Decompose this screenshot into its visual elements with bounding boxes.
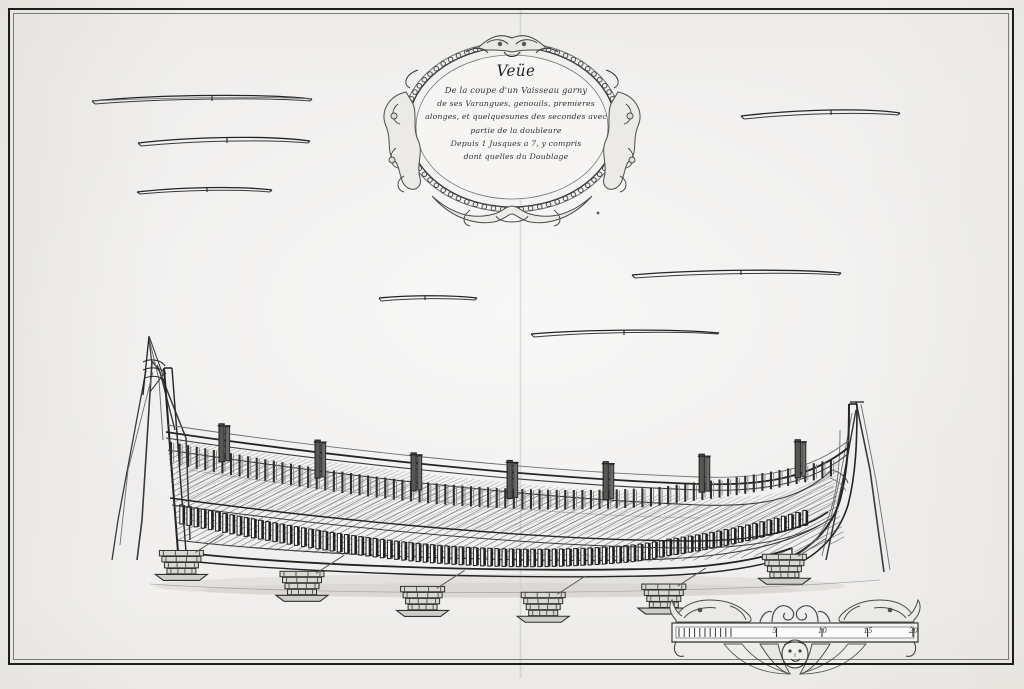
- scale-bar-assembly: [669, 598, 921, 675]
- plate-border-inner: [13, 13, 1009, 660]
- scale-ornament-left: [669, 598, 752, 623]
- sheer-rail: [165, 424, 850, 491]
- scale-ticks: [775, 628, 914, 637]
- keel-block-group: [153, 534, 827, 623]
- scale-tick-label: 5: [772, 627, 777, 635]
- timber-profile-7: [530, 329, 720, 338]
- scale-tick-label: 10: [818, 627, 827, 635]
- scale-center-scrolls: [759, 605, 831, 623]
- frame-heads-lower: [179, 504, 809, 568]
- stanchion-group: [217, 423, 807, 501]
- timber-profile-4: [740, 109, 901, 120]
- scale-tick-label: 20: [909, 627, 918, 635]
- cartouche-base-ornament: [431, 195, 593, 227]
- cartouche-scroll-left: [383, 91, 421, 193]
- frame-heads-upper: [169, 442, 835, 510]
- timber-profile-6: [631, 269, 842, 279]
- plate-border-outer: [8, 8, 1014, 665]
- timber-profile-5: [378, 295, 478, 302]
- cartouche: [383, 35, 641, 227]
- timber-profile-1: [91, 94, 313, 105]
- cartouche-crest: [465, 35, 559, 57]
- timber-profile-3: [136, 186, 273, 195]
- cartouche-scroll-right: [603, 91, 641, 193]
- timber-profile-2: [137, 136, 311, 147]
- timber-profile-group: [91, 94, 901, 338]
- scale-ornament-right: [838, 598, 921, 623]
- scale-subdivisions: [678, 628, 732, 637]
- scale-tick-label: 15: [863, 627, 873, 635]
- wale: [169, 497, 831, 549]
- hull-assembly: [111, 335, 891, 623]
